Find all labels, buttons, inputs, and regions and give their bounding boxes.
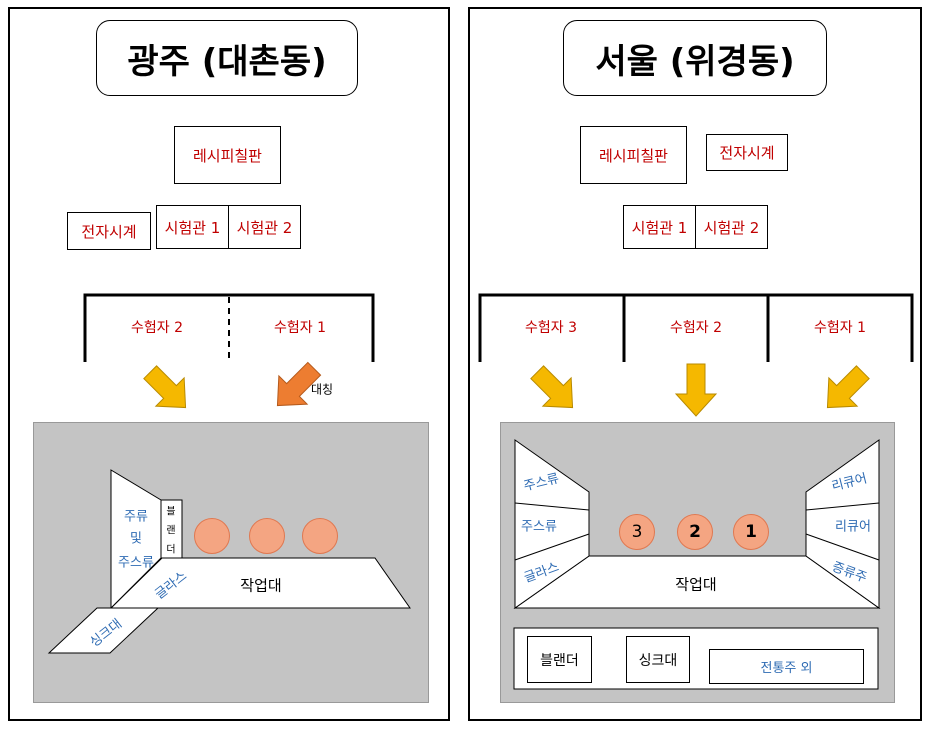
left-blender — [160, 499, 183, 559]
left-candidate-2: 수험자 2 — [131, 320, 183, 336]
left-title: 광주 (대촌동) — [96, 20, 358, 96]
right-station-2: 2 — [677, 514, 713, 550]
right-blender: 블랜더 — [527, 636, 592, 683]
left-station-2 — [249, 518, 285, 554]
left-sink — [47, 607, 160, 654]
right-candidate-1: 수험자 1 — [814, 320, 866, 336]
left-blender-2: 랜 — [166, 525, 176, 537]
left-blender-1: 블 — [166, 506, 176, 518]
left-station-1 — [194, 518, 230, 554]
right-clock: 전자시계 — [706, 134, 788, 171]
right-candidate-bracket — [478, 293, 914, 362]
right-right-shelf — [805, 439, 880, 609]
left-examiner-2: 시험관 2 — [228, 205, 301, 249]
right-right-shelf-2: 리큐어 — [835, 519, 871, 535]
left-worktable-label: 작업대 — [240, 576, 282, 595]
right-station-1: 1 — [733, 514, 769, 550]
right-left-shelf-2: 주스류 — [521, 519, 557, 535]
left-blender-3: 더 — [166, 544, 176, 556]
right-candidate-3: 수험자 3 — [525, 320, 577, 336]
left-liquor-line-3: 주스류 — [118, 555, 154, 571]
left-liquor-line-2: 및 — [130, 531, 142, 547]
right-title: 서울 (위경동) — [563, 20, 827, 96]
left-arrow-yellow-icon — [143, 365, 187, 409]
right-recipe-board: 레시피칠판 — [580, 126, 687, 184]
left-liquor-line-1: 주류 — [124, 509, 148, 525]
right-examiner-1: 시험관 1 — [623, 205, 696, 249]
right-arrow-left-icon — [530, 365, 574, 409]
left-symmetry-label: 대칭 — [310, 382, 334, 397]
right-arrow-right-icon — [826, 365, 870, 409]
right-left-shelf — [514, 439, 590, 609]
left-candidate-bracket — [83, 293, 375, 362]
left-candidate-1: 수험자 1 — [274, 320, 326, 336]
right-arrow-center-icon — [674, 363, 718, 417]
right-traditional-liquor: 전통주 외 — [709, 649, 864, 684]
left-examiner-1: 시험관 1 — [156, 205, 229, 249]
right-candidate-2: 수험자 2 — [670, 320, 722, 336]
right-station-3: 3 — [619, 514, 655, 550]
right-examiner-2: 시험관 2 — [695, 205, 768, 249]
right-sink: 싱크대 — [626, 636, 690, 683]
left-arrow-orange-icon — [276, 361, 322, 407]
left-station-3 — [302, 518, 338, 554]
right-worktable-label: 작업대 — [675, 575, 717, 594]
left-recipe-board: 레시피칠판 — [174, 126, 281, 184]
left-clock: 전자시계 — [67, 212, 151, 250]
